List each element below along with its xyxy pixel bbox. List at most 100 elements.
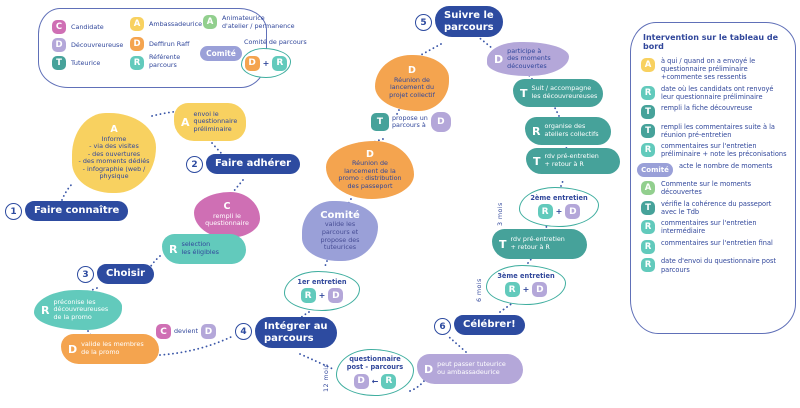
deffirun-letter: D [408,65,416,77]
bubble-preconise-text: préconise les découvreureuses de la prom… [53,297,109,321]
step-1-faire-connaitre: 1 Faire connaître [5,201,129,221]
step-2-number: 2 [186,156,203,173]
bubble-participe-text: participe à des moments découvertes [507,46,551,70]
bubble-1er-entretien: 1er entretien R + D [284,271,360,311]
tuteurice-badge: T [641,105,655,120]
referente-chip: R [381,373,397,389]
decouvreureuse-chip: D [353,373,369,389]
bubble-preconise: R préconise les découvreureuses de la pr… [34,290,122,330]
panel-item: A Commente sur le moments découvertes [641,180,787,196]
step-6-label: Célébrer! [454,315,525,335]
legend-referente-badge: R [130,56,144,70]
bubble-peut-passer-text: peut passer tuteurice ou ambassadeurice [437,360,506,376]
step-4-integrer-au-parcours: 4 Intégrer au parcours [235,317,337,348]
bubble-comite-valide-text: valide les parcours et propose des tuteu… [320,220,360,252]
decouvreureuse-letter: D [494,52,504,66]
duration-6-mois: 6 mois [475,278,483,302]
bubble-3eme-entretien: 3ème entretien R + D [486,265,566,305]
step-5-number: 5 [415,14,432,31]
legend-animateurice-badge: A [203,15,217,29]
panel-item: T rempli la fiche découvreuse [641,104,787,120]
bubble-informe-text: Informe - via des visites - des ouvertur… [78,134,150,181]
legend-tuteurice-badge: T [52,56,66,70]
panel-item-text: acte le nombre de moments [679,161,773,170]
panel-item: T rempli les commentaires suite à la réu… [641,123,787,139]
referente-badge: R [641,239,655,254]
decouvreureuse-chip: D [430,112,451,132]
panel-item-text: rempli les commentaires suite à la réuni… [661,122,775,139]
bubble-reunion-promo-text: Réunion de lancement de la promo : distr… [338,159,402,190]
comite-badge: Comité [637,162,673,177]
entretien-1-title: 1er entretien [297,277,347,286]
decouvreureuse-chip: D [565,204,581,220]
candidate-chip: C [156,324,171,339]
panel-item: R date où les candidats ont renvoyé leur… [641,85,787,101]
bubble-rdv-pre-entretien-2: T rdv pré-entretien + retour à R [492,229,587,259]
bubble-reunion-projet: D Réunion de lancement du projet collect… [375,55,449,111]
bubble-valide-membres-text: valide les membres de la promo [81,340,144,356]
panel-item-text: date d'envoi du questionnaire post parco… [661,257,777,274]
step-1-label: Faire connaître [25,201,129,221]
duration-3-mois: 3 mois [496,202,504,226]
legend-deffirun-label: Deffirun Raff [149,40,190,48]
ambassadeurice-badge: A [641,58,655,72]
legend-ambassadeurice-label: Ambassadeurice [149,20,203,28]
plus-sign: + [522,285,530,295]
legend-decouvreureuse-label: Découvreureuse [71,41,124,49]
referente-letter: R [169,242,178,256]
referente-chip: R [300,288,316,304]
step-3-label: Choisir [97,264,155,284]
entretien-2-title: 2ème entretien [530,193,588,202]
panel-item: R commentaires sur l'entretien intermédi… [641,219,787,235]
bubble-informe: A Informe - via des visites - des ouvert… [72,113,156,193]
duration-12-mois: 12 mois [322,363,330,392]
ambassadeurice-letter: A [181,115,190,129]
plus-sign: + [555,207,563,217]
panel-item: Comité acte le nombre de moments [637,161,787,177]
tuteurice-letter: T [520,86,528,100]
legend-candidate-badge: C [52,20,66,34]
bubble-selection-text: selection les éligibles [181,240,219,256]
referente-letter: R [41,303,50,317]
bubble-reunion-promo: D Réunion de lancement de la promo : dis… [326,141,414,199]
panel-item-text: commentaires sur l'entretien intermédiai… [661,219,757,236]
legend-ambassadeurice-badge: A [130,17,144,31]
bubble-organise-text: organise des ateliers collectifs [544,122,599,138]
bubble-peut-passer: D peut passer tuteurice ou ambassadeuric… [417,354,523,384]
animateurice-badge: A [641,181,655,196]
step-4-label: Intégrer au parcours [255,317,337,348]
step-5-label: Suivre le parcours [435,6,503,37]
legend-decouvreureuse-badge: D [52,38,66,52]
panel-item-text: commentaires sur l'entretien préliminair… [661,142,787,159]
panel-item-text: Commente sur le moments découvertes [661,180,752,197]
tuteurice-chip: T [371,113,389,131]
tuteurice-badge: T [641,123,655,138]
bubble-devient: C devient D [156,324,217,339]
legend-comite-parcours-bubble: D + R [241,48,291,78]
tuteurice-letter: T [499,237,507,251]
legend-comite-r-chip: R [272,55,288,71]
deffirun-letter: D [366,148,374,160]
tuteurice-badge: T [641,200,655,215]
tableau-de-bord-panel: Intervention sur le tableau de bord A à … [630,22,796,334]
deffirun-letter: D [68,342,78,356]
bubble-rdv1-text: rdv pré-entretien + retour à R [544,152,599,168]
bubble-rdv-pre-entretien-1: T rdv pré-entretien + retour à R [526,148,620,174]
plus-sign: + [318,291,326,301]
step-1-number: 1 [5,203,22,220]
panel-item: R date d'envoi du questionnaire post par… [641,257,787,274]
tuteurice-letter: T [533,154,541,168]
bubble-envoi-questionnaire: A envoi le questionnaire préliminaire [174,103,246,141]
legend-referente-label: Référente parcours [149,53,181,69]
panel-item: T vérifie la cohérence du passeport avec… [641,200,787,216]
bubble-rempli-text: rempli le questionnaire [205,211,249,228]
step-5-suivre-le-parcours: 5 Suivre le parcours [415,6,503,37]
step-4-number: 4 [235,323,252,340]
panel-item-text: à qui / quand on a envoyé le questionnai… [661,57,756,82]
comite-label: Comité [320,210,360,222]
panel-item-text: commentaires sur l'entretien final [661,238,773,247]
step-3-choisir: 3 Choisir [77,264,155,284]
panel-item-text: rempli la fiche découvreuse [661,104,753,113]
referente-chip: R [504,282,520,298]
